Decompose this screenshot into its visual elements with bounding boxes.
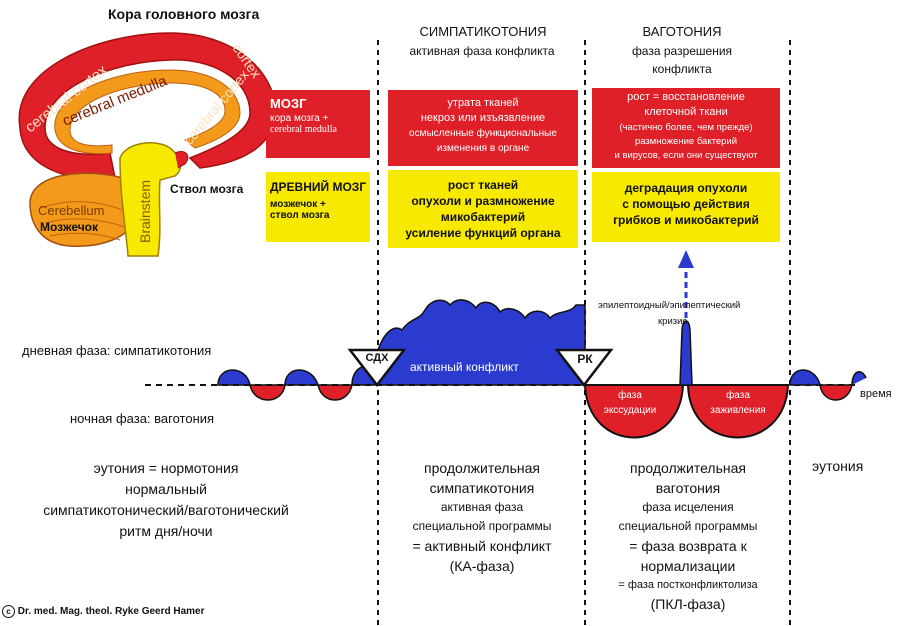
eutonia-line: эутония = нормотония [93, 460, 239, 476]
symp-yellow-line: рост тканей [447, 178, 519, 192]
legend-brain-desc-1: кора мозга + [270, 113, 329, 124]
cerebellum-label: Cerebellum [38, 203, 104, 218]
prolonged-vago-final: (ПКЛ-фаза) [650, 596, 726, 612]
symp-subtitle: активная фаза конфликта [409, 44, 555, 58]
prolonged-vago-small: фаза исцеления [642, 500, 734, 514]
right-rhythm-waves [789, 369, 867, 401]
legend-brain-title: МОЗГ [270, 96, 307, 111]
prolonged-symp-line: продолжительная [424, 460, 540, 476]
symp-yellow-box: рост тканей опухоли и размножение микоба… [388, 170, 578, 248]
prolonged-symp-description: продолжительная симпатикотония активная … [384, 458, 580, 576]
copyright-icon: c [2, 605, 15, 618]
vago-yellow-line: деградация опухоли [624, 181, 748, 195]
vago-subtitle-1: фаза разрешения [631, 44, 733, 58]
vago-red-line: рост = восстановление [627, 91, 745, 103]
vago-yellow-box: деградация опухоли с помощью действия гр… [592, 172, 780, 242]
prolonged-vago-end: = фаза возврата к [629, 538, 747, 554]
exudation-label-1: фаза [618, 390, 642, 401]
vago-red-box: рост = восстановление клеточной ткани (ч… [592, 88, 780, 168]
time-label: время [860, 388, 892, 400]
eutonia-line: нормальный [125, 481, 207, 497]
prolonged-vago-end: нормализации [640, 558, 736, 574]
prolonged-vago-line: продолжительная [630, 460, 746, 476]
eutonia-description: эутония = нормотония нормальный симпатик… [6, 458, 326, 542]
vago-subtitle-2: конфликта [652, 62, 712, 76]
cerebral-cortex-shape [18, 32, 277, 180]
eutonia-line: ритм дня/ночи [119, 523, 213, 539]
vago-yellow-line: грибков и микобактерий [613, 213, 759, 227]
night-phase-label: ночная фаза: ваготония [70, 411, 215, 426]
prolonged-symp-end: (КА-фаза) [449, 558, 515, 574]
cdx-marker [347, 348, 407, 388]
eutonia-right-label: эутония [812, 458, 864, 474]
symp-yellow-line: опухоли и размножение [411, 194, 555, 208]
exudation-label-2: экссудации [603, 405, 657, 416]
legend-old-brain-box: ДРЕВНИЙ МОЗГ мозжечок + ствол мозга [266, 172, 370, 242]
brainstem-shape [119, 142, 182, 257]
copyright: c Dr. med. Mag. theol. Ryke Geerd Hamer [2, 605, 205, 618]
symp-title: СИМПАТИКОТОНИЯ [419, 24, 547, 39]
vago-red-line: (частично более, чем прежде) [619, 122, 753, 133]
legend-brain-box: МОЗГ кора мозга + cerebral medulla [266, 90, 370, 158]
prolonged-vago-description: продолжительная ваготония фаза исцеления… [590, 458, 786, 614]
symp-yellow-line: усиление функций органа [405, 226, 561, 240]
brain-illustration: cerebral cortex cerebral medulla cortex … [18, 32, 277, 257]
prolonged-vago-line: ваготония [655, 480, 721, 496]
vago-red-line: клеточной ткани [644, 106, 728, 118]
exudation-phase-area [583, 384, 685, 439]
legend-old-desc-2: ствол мозга [270, 210, 330, 221]
healing-label-1: фаза [726, 390, 750, 401]
eutonia-line: симпатикотонический/ваготонический [43, 502, 289, 518]
symp-red-line: осмысленные функциональные [409, 128, 557, 139]
prolonged-vago-small-end: = фаза постконфликтолиза [618, 579, 758, 591]
epileptic-crisis-spike [679, 320, 693, 386]
active-conflict-label: активный конфликт [410, 360, 519, 374]
healing-label-2: заживления [710, 405, 766, 416]
prolonged-vago-small: специальной программы [618, 519, 758, 533]
prolonged-symp-small: активная фаза [440, 500, 524, 514]
prolonged-symp-small: специальной программы [412, 519, 552, 533]
active-conflict-area [377, 299, 586, 386]
symp-red-box: утрата тканей некроз или изъязвление осм… [388, 90, 578, 166]
brain-title: Кора головного мозга [108, 6, 260, 22]
symp-red-line: изменения в органе [436, 143, 530, 154]
vago-red-line: размножение бактерий [634, 136, 738, 147]
crisis-label-1: эпилептоидный/эпилептический [598, 300, 741, 311]
cdx-label: СДХ [365, 352, 389, 364]
prolonged-symp-line: симпатикотония [429, 480, 535, 496]
pk-marker [554, 348, 614, 388]
cerebellum-ru-label: Мозжечок [40, 220, 99, 234]
legend-old-title: ДРЕВНИЙ МОЗГ [270, 180, 367, 194]
left-rhythm-waves [217, 365, 379, 401]
prolonged-symp-end: = активный конфликт [412, 538, 552, 554]
symp-red-line: некроз или изъязвление [420, 112, 546, 124]
day-phase-label: дневная фаза: симпатикотония [22, 343, 212, 358]
copyright-text: Dr. med. Mag. theol. Ryke Geerd Hamer [17, 606, 205, 618]
crisis-arrow-head [678, 250, 694, 268]
vago-title: ВАГОТОНИЯ [642, 24, 722, 39]
brainstem-ru-label: Ствол мозга [170, 182, 244, 196]
legend-brain-desc-2: cerebral medulla [270, 124, 337, 135]
symp-yellow-line: микобактерий [440, 210, 526, 224]
crisis-label-2: кризис [658, 316, 688, 327]
vago-red-line: и вирусов, если они существуют [614, 150, 758, 161]
vago-yellow-line: с помощью действия [622, 197, 750, 211]
symp-red-line: утрата тканей [447, 97, 519, 109]
pk-label: РК [577, 352, 593, 366]
healing-phase-area [686, 384, 790, 439]
cerebral-medulla-shape [54, 69, 241, 155]
brainstem-label: Brainstem [137, 180, 153, 243]
legend-old-desc-1: мозжечок + [270, 199, 326, 210]
